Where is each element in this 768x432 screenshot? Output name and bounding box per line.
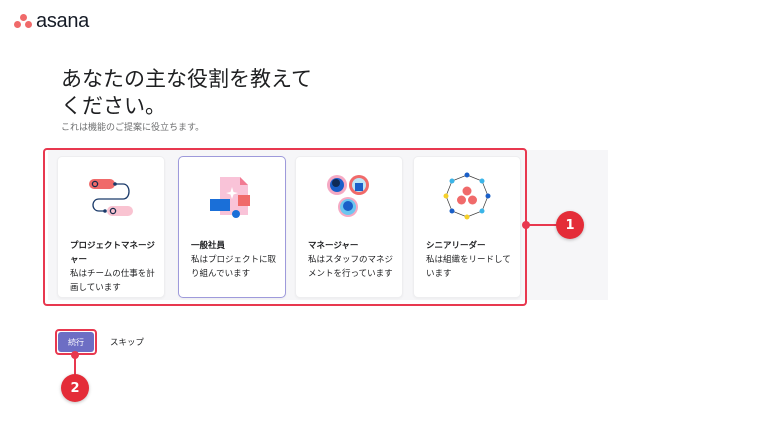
continue-button[interactable]: 続行 [58, 332, 94, 352]
annotation-connector [74, 355, 76, 375]
role-name: マネージャー [308, 241, 359, 251]
role-card-employee[interactable]: 一般社員 私はプロジェクトに取り組んでいます [178, 156, 286, 298]
annotation-connector [526, 224, 558, 226]
role-name: 一般社員 [191, 241, 226, 251]
role-card-project-manager[interactable]: プロジェクトマネージャー 私はチームの仕事を計画しています [57, 156, 165, 298]
role-description: 私はプロジェクトに取り組んでいます [191, 255, 277, 279]
annotation-badge-2: 2 [61, 374, 89, 402]
role-description: 私はチームの仕事を計画しています [70, 269, 155, 293]
document-sparkle-icon [179, 171, 285, 223]
team-avatars-icon [296, 171, 402, 223]
network-circle-icon [414, 171, 520, 223]
role-card-senior-leader[interactable]: シニアリーダー 私は組織をリードしています [413, 156, 521, 298]
page-title: あなたの主な役割を教えてください。 [61, 67, 312, 118]
role-name: シニアリーダー [426, 241, 486, 251]
annotation-badge-1: 1 [556, 211, 584, 239]
role-description: 私はスタッフのマネジメントを行っています [308, 255, 394, 279]
role-name: プロジェクトマネージャー [70, 241, 155, 265]
role-card-manager[interactable]: マネージャー 私はスタッフのマネジメントを行っています [295, 156, 403, 298]
logo-text: asana [36, 10, 89, 32]
asana-logo-icon [14, 14, 32, 28]
page-subtitle: これは機能のご提案に役立ちます。 [61, 123, 205, 133]
asana-logo: asana [14, 11, 89, 31]
skip-button[interactable]: スキップ [110, 338, 145, 348]
timeline-icon [58, 171, 164, 223]
role-description: 私は組織をリードしています [426, 255, 511, 279]
